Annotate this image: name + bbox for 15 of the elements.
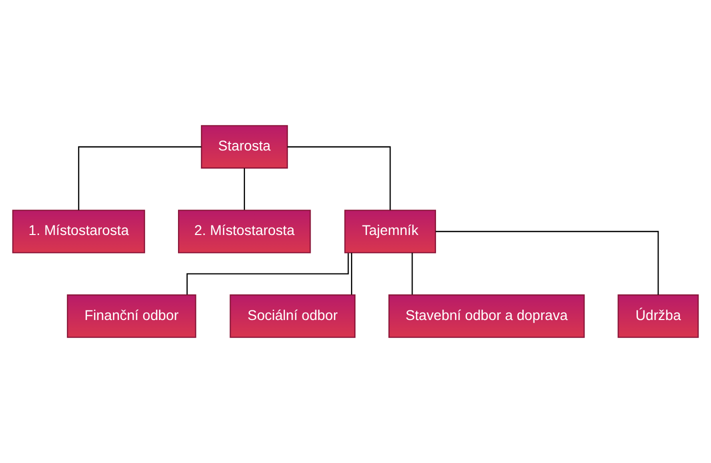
connector [287,146,391,210]
node-box: Tajemník [344,210,436,254]
node-box: 2. Místostarosta [178,210,311,254]
connector [412,252,413,294]
connector [351,252,352,294]
node-box: Údržba [618,294,699,338]
node-box: Finanční odbor [66,294,196,338]
connector [436,230,659,295]
connector [244,168,245,210]
node-box: Stavební odbor a doprava [388,294,585,338]
connector [78,146,202,210]
node-box: Starosta [200,125,288,169]
node-box: Sociální odbor [230,294,356,338]
connector [186,253,349,294]
node-box: 1. Místostarosta [12,210,146,254]
